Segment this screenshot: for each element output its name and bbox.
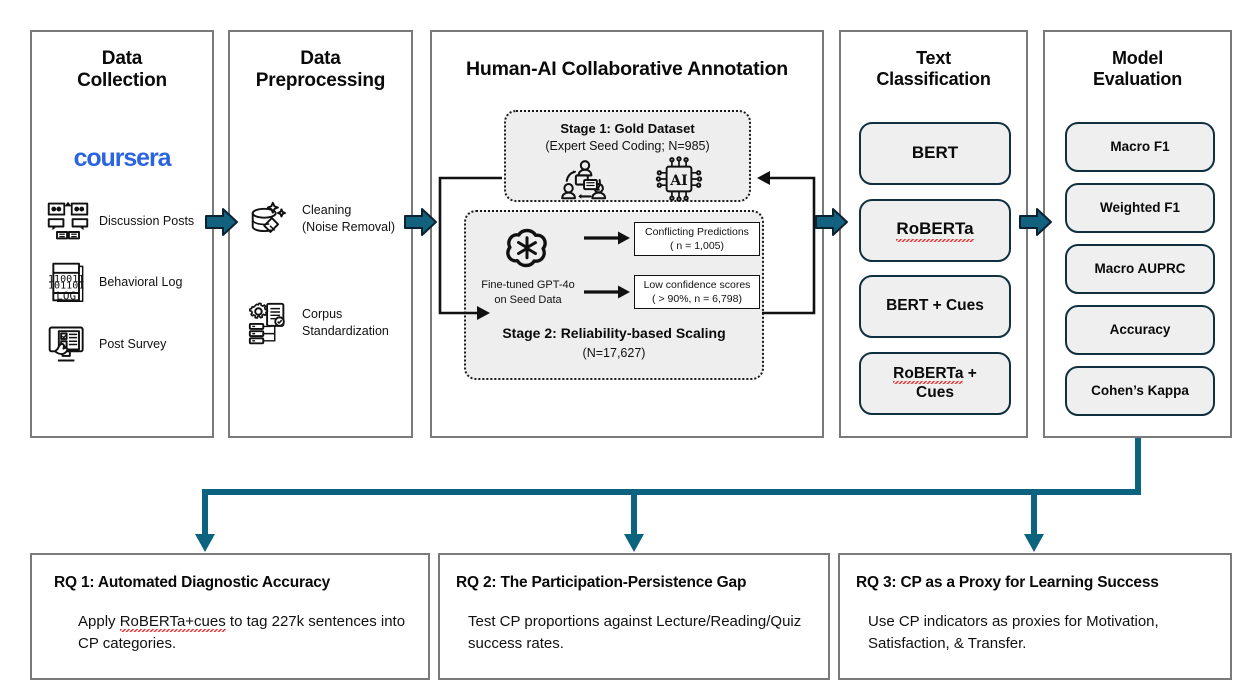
flow-arrow-collection-to-preprocessing — [205, 207, 239, 237]
rq-card-1: RQ 1: Automated Diagnostic Accuracy Appl… — [30, 553, 430, 680]
output-box-conflicting-predictions: Conflicting Predictions ( n = 1,005) — [634, 222, 760, 256]
output-box-low-confidence: Low confidence scores ( > 90%, n = 6,798… — [634, 275, 760, 309]
panel-data-collection: Data Collection coursera Discussion Post… — [30, 30, 214, 438]
metric-chip-weighted-f1[interactable]: Weighted F1 — [1065, 183, 1215, 233]
rq-body: Use CP indicators as proxies for Motivat… — [868, 613, 1159, 652]
rq-card-2: RQ 2: The Participation-Persistence Gap … — [438, 553, 830, 680]
flow-arrow-preprocessing-to-annotation — [404, 207, 438, 237]
model-chip-roberta-cues[interactable]: RoBERTa + Cues — [859, 352, 1011, 415]
svg-text:AI: AI — [669, 173, 688, 189]
discussion-posts-icon — [46, 199, 90, 243]
gpt-model-label: Fine-tuned GPT-4o on Seed Data — [481, 279, 575, 306]
stage1-gold-dataset-box: Stage 1: Gold Dataset (Expert Seed Codin… — [504, 110, 751, 202]
stage2-subheading: (N=17,627) — [582, 346, 646, 360]
panel-title-text-classification: Text Classification — [876, 48, 991, 90]
metric-chip-macro-f1[interactable]: Macro F1 — [1065, 122, 1215, 172]
model-chip-roberta[interactable]: RoBERTa — [859, 199, 1011, 262]
panel-title-data-collection: Data Collection — [77, 48, 167, 92]
arrow-to-low-confidence — [584, 285, 630, 299]
source-label: Behavioral Log — [99, 275, 183, 289]
rq-distribution-connector — [195, 438, 1141, 552]
coursera-logo: coursera — [73, 144, 172, 172]
panel-model-evaluation: Model Evaluation Macro F1 Weighted F1 Ma… — [1043, 30, 1232, 438]
svg-text:LOG: LOG — [56, 289, 76, 302]
ai-chip-icon: AI — [645, 156, 713, 207]
rq-title: RQ 2: The Participation-Persistence Gap — [456, 574, 747, 591]
preprocess-label: Cleaning (Noise Removal) — [302, 203, 396, 234]
rq-card-3: RQ 3: CP as a Proxy for Learning Success… — [838, 553, 1232, 680]
model-chip-bert-cues[interactable]: BERT + Cues — [859, 275, 1011, 338]
stage2-heading: Stage 2: Reliability-based Scaling — [502, 325, 726, 341]
metric-chip-macro-auprc[interactable]: Macro AUPRC — [1065, 244, 1215, 294]
data-cleaning-icon — [246, 196, 292, 242]
rq-body: Test CP proportions against Lecture/Read… — [468, 613, 802, 652]
metric-chip-accuracy[interactable]: Accuracy — [1065, 305, 1215, 355]
stage2-reliability-scaling-box: Fine-tuned GPT-4o on Seed Data Conflicti… — [464, 210, 764, 380]
source-item-behavioral-log: 101101 110011 LOG Behavioral Log — [46, 260, 182, 304]
survey-monitor-icon — [46, 322, 90, 366]
preprocess-item-cleaning: Cleaning (Noise Removal) — [246, 196, 395, 242]
source-item-discussion-posts: Discussion Posts — [46, 199, 194, 243]
corpus-standardization-icon — [246, 300, 292, 346]
source-label: Discussion Posts — [99, 214, 195, 228]
svg-text:110011: 110011 — [48, 274, 84, 285]
log-file-icon: 101101 110011 LOG — [46, 260, 90, 304]
flow-arrow-annotation-to-classification — [815, 207, 849, 237]
svg-text:101101: 101101 — [48, 280, 84, 291]
panel-annotation: Human-AI Collaborative Annotation Stage … — [430, 30, 824, 438]
flow-arrow-classification-to-evaluation — [1019, 207, 1053, 237]
human-collaboration-icon — [548, 159, 622, 206]
arrow-to-conflicting-predictions — [584, 231, 630, 245]
source-item-post-survey: Post Survey — [46, 322, 166, 366]
rq-body: Apply RoBERTa+cues to tag 227k sentences… — [78, 613, 406, 652]
openai-logo-icon — [502, 224, 552, 279]
panel-title-model-evaluation: Model Evaluation — [1092, 48, 1183, 90]
rq-title: RQ 1: Automated Diagnostic Accuracy — [54, 574, 331, 591]
panel-title-data-preprocessing: Data Preprocessing — [255, 48, 386, 92]
rq-title: RQ 3: CP as a Proxy for Learning Success — [856, 574, 1159, 591]
stage1-heading: Stage 1: Gold Dataset — [560, 121, 695, 136]
preprocess-item-corpus-standardization: Corpus Standardization — [246, 300, 389, 346]
preprocess-label: Corpus Standardization — [302, 307, 389, 338]
model-chip-bert[interactable]: BERT — [859, 122, 1011, 185]
panel-title-annotation: Human-AI Collaborative Annotation — [465, 58, 788, 80]
source-label: Post Survey — [99, 337, 167, 351]
panel-data-preprocessing: Data Preprocessing Cleaning (Noise Remov… — [228, 30, 413, 438]
stage1-subheading: (Expert Seed Coding; N=985) — [545, 139, 710, 153]
metric-chip-cohens-kappa[interactable]: Cohen’s Kappa — [1065, 366, 1215, 416]
panel-text-classification: Text Classification BERT RoBERTa BERT + … — [839, 30, 1028, 438]
